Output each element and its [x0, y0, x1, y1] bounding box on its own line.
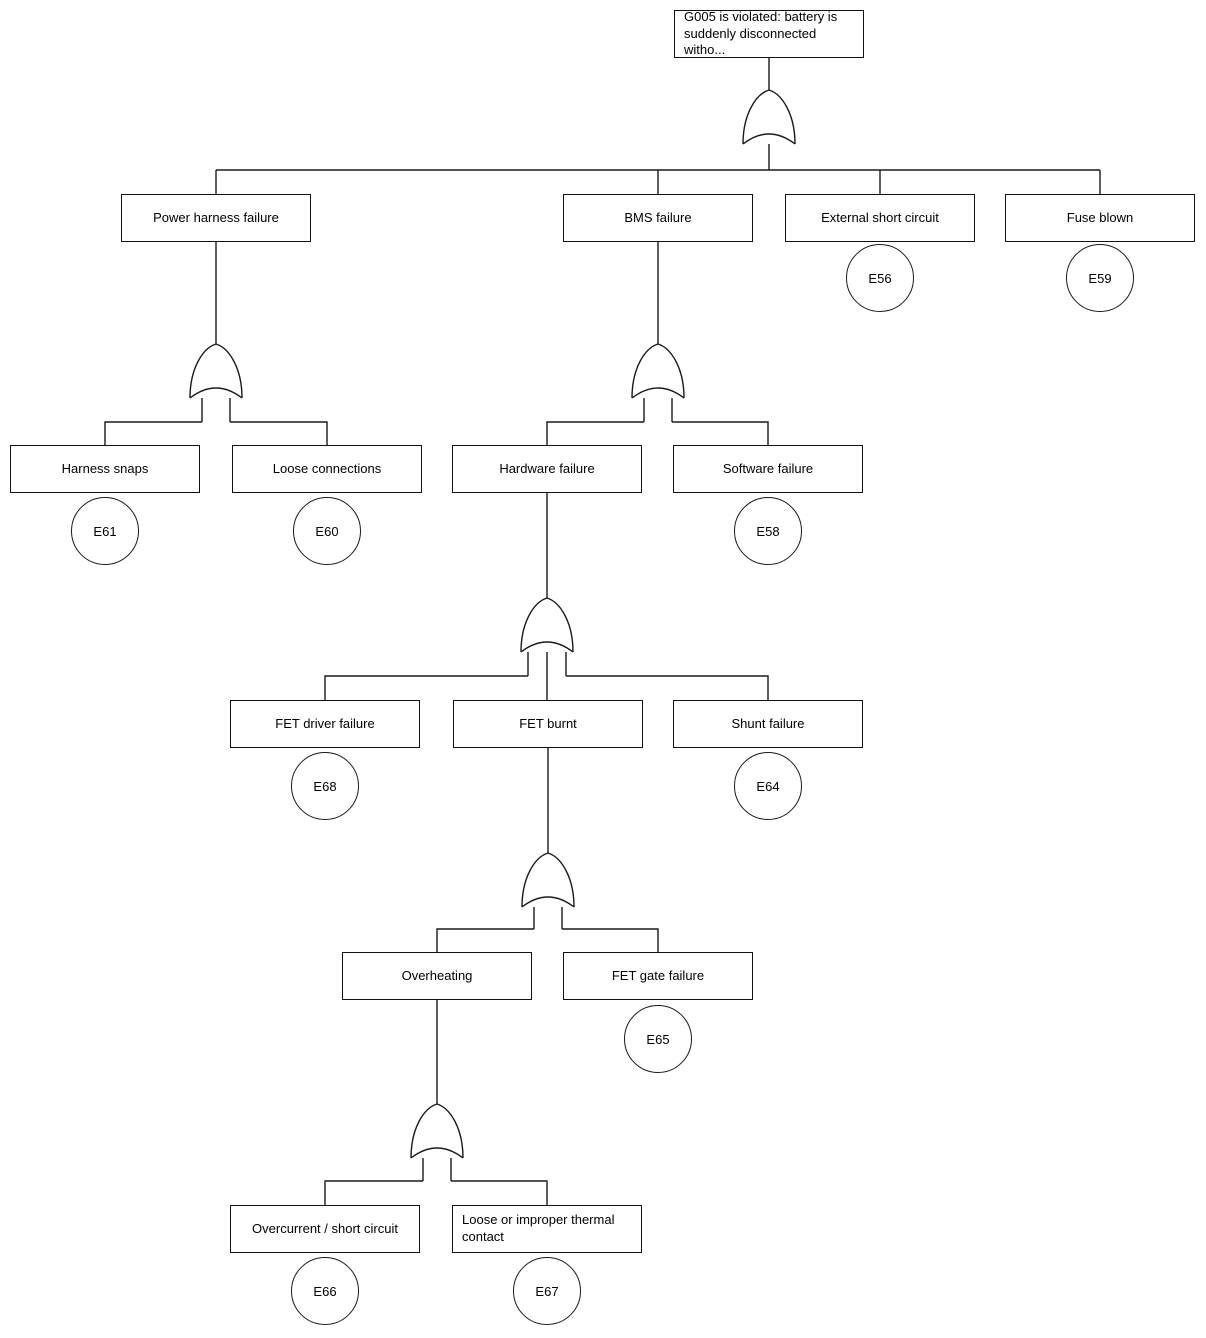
node-label: Harness snaps [61, 460, 149, 476]
node-label: Software failure [722, 460, 814, 476]
node-label: External short circuit [821, 209, 939, 225]
event-id-label: E58 [756, 523, 780, 539]
connector-line [672, 421, 769, 445]
node-fet-gate-failure[interactable]: FET gate failure [563, 952, 753, 1000]
basic-event-e65[interactable]: E65 [624, 1005, 692, 1073]
event-id-label: E59 [1088, 270, 1112, 286]
basic-event-e66[interactable]: E66 [291, 1257, 359, 1325]
node-label: FET gate failure [611, 967, 705, 983]
node-loose-improper-thermal-contact[interactable]: Loose or improper thermal contact [452, 1205, 642, 1253]
basic-event-e59[interactable]: E59 [1066, 244, 1134, 312]
node-label: Overcurrent / short circuit [252, 1220, 398, 1236]
basic-event-e61[interactable]: E61 [71, 497, 139, 565]
event-id-label: E65 [646, 1031, 670, 1047]
node-bms-failure[interactable]: BMS failure [563, 194, 753, 242]
node-overcurrent-short-circuit[interactable]: Overcurrent / short circuit [230, 1205, 420, 1253]
event-id-label: E66 [313, 1283, 337, 1299]
connector-line [566, 675, 769, 700]
node-harness-snaps[interactable]: Harness snaps [10, 445, 200, 493]
connector-line [230, 421, 328, 445]
connector-line [436, 928, 534, 952]
node-shunt-failure[interactable]: Shunt failure [673, 700, 863, 748]
node-loose-connections[interactable]: Loose connections [232, 445, 422, 493]
node-label: Power harness failure [153, 209, 279, 225]
node-label: FET burnt [519, 715, 577, 731]
node-label: Fuse blown [1066, 209, 1134, 225]
connector-line [104, 421, 202, 445]
connector-line [324, 1180, 423, 1205]
node-software-failure[interactable]: Software failure [673, 445, 863, 493]
connector-line [451, 1180, 548, 1205]
event-id-label: E68 [313, 778, 337, 794]
connector-line [546, 421, 644, 445]
node-overheating[interactable]: Overheating [342, 952, 532, 1000]
event-id-label: E64 [756, 778, 780, 794]
event-id-label: E61 [93, 523, 117, 539]
basic-event-e56[interactable]: E56 [846, 244, 914, 312]
basic-event-e68[interactable]: E68 [291, 752, 359, 820]
node-external-short-circuit[interactable]: External short circuit [785, 194, 975, 242]
node-fuse-blown[interactable]: Fuse blown [1005, 194, 1195, 242]
event-id-label: E67 [535, 1283, 559, 1299]
connector-line [324, 675, 528, 700]
or-gate-icon [410, 1103, 464, 1159]
node-label: Hardware failure [499, 460, 595, 476]
or-gate-icon [521, 852, 575, 908]
node-label: G005 is violated: battery is suddenly di… [684, 8, 838, 58]
connector-line [562, 928, 659, 952]
basic-event-e67[interactable]: E67 [513, 1257, 581, 1325]
node-top-event[interactable]: G005 is violated: battery is suddenly di… [674, 8, 864, 58]
node-hardware-failure[interactable]: Hardware failure [452, 445, 642, 493]
or-gate-icon [631, 343, 685, 399]
node-label: Loose connections [272, 460, 382, 476]
node-fet-driver-failure[interactable]: FET driver failure [230, 700, 420, 748]
basic-event-e64[interactable]: E64 [734, 752, 802, 820]
node-label: Shunt failure [731, 715, 805, 731]
node-label: Loose or improper thermal contact [462, 1212, 615, 1244]
event-id-label: E60 [315, 523, 339, 539]
node-label: Overheating [401, 967, 473, 983]
event-id-label: E56 [868, 270, 892, 286]
basic-event-e58[interactable]: E58 [734, 497, 802, 565]
or-gate-icon [742, 89, 796, 145]
basic-event-e60[interactable]: E60 [293, 497, 361, 565]
node-label: BMS failure [624, 209, 692, 225]
node-power-harness-failure[interactable]: Power harness failure [121, 194, 311, 242]
node-label: FET driver failure [275, 715, 375, 731]
or-gate-icon [189, 343, 243, 399]
or-gate-icon [520, 597, 574, 653]
node-fet-burnt[interactable]: FET burnt [453, 700, 643, 748]
